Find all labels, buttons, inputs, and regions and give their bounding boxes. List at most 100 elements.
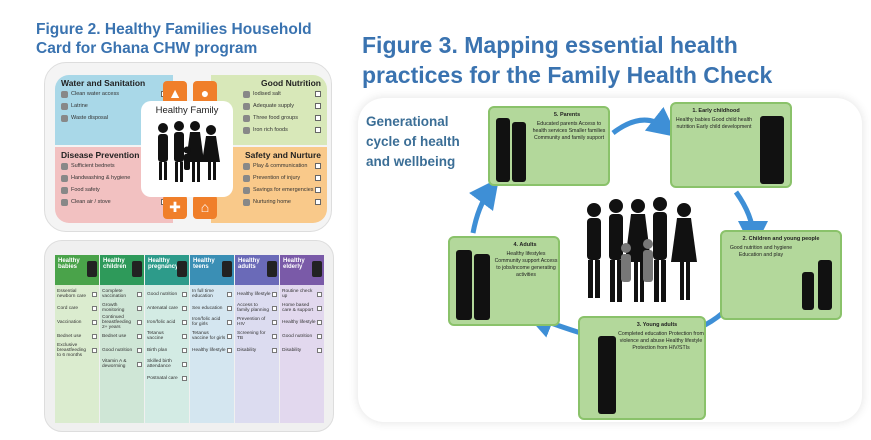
checkbox[interactable]	[315, 115, 321, 121]
checkbox[interactable]	[182, 291, 187, 297]
checkbox[interactable]	[317, 291, 322, 297]
checkbox[interactable]	[137, 319, 142, 325]
stage-title: 4. Adults	[513, 242, 537, 248]
list-item: Prevention of injury	[217, 172, 321, 184]
list-item: Iron rich foods	[217, 124, 321, 136]
safety-nurture-panel: Safety and Nurture Play & communication …	[211, 147, 327, 223]
checkbox[interactable]	[315, 103, 321, 109]
list-item: Disability	[282, 343, 322, 357]
list-item: Clean water access	[61, 88, 167, 100]
shelter-icon: ⌂	[193, 195, 217, 219]
person-icon	[496, 118, 510, 182]
list-item-label: Sex education	[192, 305, 223, 311]
list-item-label: Home based care & support	[282, 303, 314, 313]
checkbox[interactable]	[317, 319, 322, 325]
checkbox[interactable]	[315, 91, 321, 97]
checkbox[interactable]	[227, 305, 232, 311]
stage-header: Healthy adults	[235, 255, 279, 285]
checkbox[interactable]	[92, 305, 97, 311]
checkbox[interactable]	[272, 305, 277, 311]
checkbox[interactable]	[182, 375, 187, 381]
checkbox[interactable]	[137, 333, 142, 339]
checkbox[interactable]	[182, 333, 187, 339]
person-icon	[177, 261, 187, 277]
stage-header-label: Healthy children	[103, 258, 127, 270]
checkbox[interactable]	[227, 347, 232, 353]
checkbox[interactable]	[272, 347, 277, 353]
mother-baby-icon	[760, 116, 784, 184]
checkbox[interactable]	[227, 333, 232, 339]
checkbox[interactable]	[315, 199, 321, 205]
man-icon	[456, 250, 472, 320]
latrine-icon	[61, 102, 68, 110]
person-icon	[87, 261, 97, 277]
checkbox[interactable]	[137, 291, 142, 297]
checkbox[interactable]	[272, 291, 277, 297]
checkbox[interactable]	[137, 347, 142, 353]
list-item: Screening for TB	[237, 329, 277, 343]
food-groups-icon	[243, 114, 250, 122]
list-item-label: Good nutrition	[102, 347, 133, 353]
checkbox[interactable]	[315, 187, 321, 193]
checkbox[interactable]	[315, 127, 321, 133]
list-item-label: Disability	[237, 347, 257, 353]
list-item-label: Growth monitoring	[102, 303, 125, 313]
checkbox[interactable]	[92, 319, 97, 325]
checkbox[interactable]	[92, 333, 97, 339]
list-item-label: Healthy lifestyle	[192, 347, 226, 353]
salt-icon	[243, 90, 250, 98]
person-icon	[312, 261, 322, 277]
list-item: In full time education	[192, 287, 232, 301]
checkbox[interactable]	[317, 347, 322, 353]
young-adult-icon	[598, 336, 616, 414]
list-item: Disability	[237, 343, 277, 357]
list-item: Good nutrition	[147, 287, 187, 301]
list-item: Clean air / stove	[61, 196, 167, 208]
checkbox[interactable]	[137, 305, 142, 311]
list-item: Exclusive breastfeeding to 6 months	[57, 343, 97, 358]
checkbox[interactable]	[272, 319, 277, 325]
checkbox[interactable]	[227, 319, 232, 325]
list-item-label: Good nutrition	[282, 333, 313, 339]
young-person-icon	[818, 260, 832, 310]
checkbox[interactable]	[315, 163, 321, 169]
checkbox[interactable]	[315, 175, 321, 181]
checkbox[interactable]	[182, 305, 187, 311]
checkbox[interactable]	[92, 347, 97, 353]
checkbox[interactable]	[272, 333, 277, 339]
list-item-label: Prevention of HIV	[237, 317, 266, 327]
waste-icon	[61, 114, 68, 122]
checkbox[interactable]	[182, 361, 187, 367]
list-item: Vitamin A & deworming	[102, 357, 142, 371]
checkbox[interactable]	[227, 291, 232, 297]
household-card-top: Water and Sanitation Clean water access …	[44, 62, 332, 232]
stove-icon	[61, 198, 68, 206]
savings-icon	[243, 186, 250, 194]
stage-text: Healthy lifestyles Community support Acc…	[494, 251, 558, 278]
list-item: Essential newborn care	[57, 287, 97, 301]
bednet-icon	[61, 162, 68, 170]
checkbox[interactable]	[317, 305, 322, 311]
healthy-family-center: Healthy Family	[141, 101, 233, 197]
stage-children-young-people: 2. Children and young people Good nutrit…	[720, 230, 842, 320]
list-item: Antenatal care	[147, 301, 187, 315]
list-item: Cord care	[57, 301, 97, 315]
list-item-label: Disability	[282, 347, 302, 353]
checkbox[interactable]	[92, 291, 97, 297]
list-item: Sex education	[192, 301, 232, 315]
checkbox[interactable]	[317, 333, 322, 339]
list-item-label: Bednet use	[57, 333, 82, 339]
arrow-adults-to-parents	[469, 177, 499, 234]
list-item: Adequate supply	[217, 100, 321, 112]
checkbox[interactable]	[182, 319, 187, 325]
nutrition-title: Good Nutrition	[261, 78, 321, 88]
checkbox[interactable]	[137, 361, 142, 367]
checkbox[interactable]	[182, 347, 187, 353]
stage-young-adults: 3. Young adults Completed education Prot…	[578, 316, 706, 420]
list-item-label: Birth plan	[147, 347, 168, 353]
stage-adults: 4. Adults Healthy lifestyles Community s…	[448, 236, 560, 326]
pregnant-woman-icon	[512, 122, 526, 182]
